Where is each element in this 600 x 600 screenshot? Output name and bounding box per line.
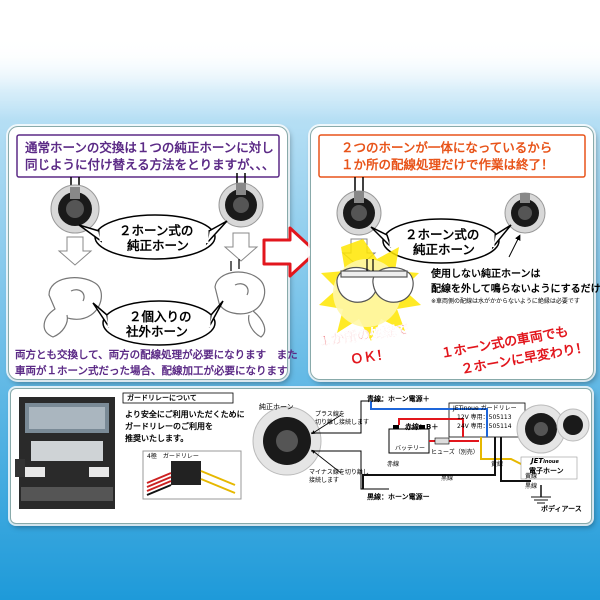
guard-relay-icon <box>142 450 242 500</box>
wiring-diagram-panel: ガードリレーについて より安全にご利用いただくために ガードリレーのご利用を 推… <box>10 388 592 524</box>
unused-horn-note-line2: 配線を外して鳴らないようにするだけ <box>431 284 600 295</box>
relay-desc-line1: より安全にご利用いただくために <box>125 410 245 419</box>
left-panel-illustration <box>16 134 280 346</box>
stock-horn-unused-icon <box>504 192 546 234</box>
blue-wire-label: 青線：ホーン電源＋ <box>367 395 430 403</box>
wiring-diagram-graphic <box>15 392 590 509</box>
relay-title: ガードリレーについて <box>127 394 197 402</box>
diagram-stock-horn-icon <box>252 406 322 476</box>
brand-logo: JETinoue <box>531 457 559 465</box>
plus-wire-note2: 切り離し接続します <box>315 419 370 426</box>
body-earth-label: ボディアース <box>541 505 582 513</box>
unused-horn-note-line1: 使用しない純正ホーンは <box>431 269 541 280</box>
relay-desc-line3: 推奨いたします。 <box>125 434 189 443</box>
minus-wire-note2: 接続します <box>309 477 340 484</box>
bubble-right-line2: 純正ホーン <box>413 242 475 257</box>
fuse-icon <box>434 437 450 445</box>
black-wire-label: 黒線：ホーン電源ー <box>367 493 430 501</box>
arrow-down-left-icon <box>57 236 93 266</box>
relay-box-line1: JETinoue ガードリレー <box>453 405 517 412</box>
left-headline-line2: 同じように付け替える方法をとりますが、、、 <box>25 157 275 172</box>
fuse-label: ヒューズ（別売） <box>431 449 479 456</box>
black-wire-right-text: 黒線 <box>525 483 538 490</box>
top-background-band <box>0 0 600 120</box>
red-wire-label: 赤線：B＋ <box>405 423 439 431</box>
right-panel-illustration <box>318 134 586 341</box>
left-comparison-panel: 通常ホーンの交換は１つの純正ホーンに対し 同じように付け替える方法をとりますが、… <box>8 126 298 380</box>
relay-title-box <box>122 392 234 404</box>
unused-horn-note-small: ※車両側の配線は水がかからないように絶縁は必要です <box>431 298 580 305</box>
right-headline-line2: １か所の配線処理だけで作業は終了！ <box>341 157 554 172</box>
stock-horn-left-icon <box>50 184 100 234</box>
bubble-aftermarket-horn <box>92 300 224 346</box>
bubble-stock-horn-line2: 純正ホーン <box>127 238 189 253</box>
relay-box-line2: 12V 専用：505113 <box>457 414 512 421</box>
twin-horn-product-icon <box>336 259 414 303</box>
bubble-aftermarket-line1: ２個入りの <box>129 309 192 324</box>
stock-horn-right-icon <box>218 182 264 228</box>
right-solution-panel: ２つのホーンが一体になっているから １か所の配線処理だけで作業は終了！ ２ホーン… <box>310 126 600 380</box>
truck-icon <box>15 397 115 509</box>
plus-wire-note: プラス線を <box>315 411 345 418</box>
diagram-stock-horn-label: 純正ホーン <box>259 403 294 411</box>
battery-label: バッテリー <box>395 445 426 452</box>
bubble-stock-horn-line1: ２ホーン式の <box>119 223 194 238</box>
stock-horn-in-use-icon <box>336 190 382 236</box>
aftermarket-horn-left-icon <box>43 277 102 338</box>
right-headline-line1: ２つのホーンが一体になっているから <box>341 140 553 155</box>
left-headline-line1: 通常ホーンの交換は１つの純正ホーンに対し <box>25 140 274 155</box>
relay-pin-label: 4極 ガードリレー <box>147 453 199 460</box>
bubble-stock-horn <box>78 214 228 260</box>
aftermarket-horn-right-icon <box>214 259 266 338</box>
yellow-wire-right-text: 黄線 <box>525 473 538 480</box>
relay-box-line3: 24V 専用：505114 <box>457 423 512 430</box>
bubble-right-line1: ２ホーン式の <box>405 227 480 242</box>
minus-wire-note: マイナス線を切り離し <box>309 469 369 476</box>
arrow-down-right-icon <box>223 232 259 262</box>
left-footer-line1: 両方とも交換して、両方の配線処理が必要になります また <box>15 349 298 361</box>
bubble-right-stock-horn <box>370 218 512 264</box>
relay-desc-line2: ガードリレーのご利用を <box>125 422 213 431</box>
product-label: 電子ホーン <box>529 467 564 475</box>
left-footer-line2: 車両が１ホーン式だった場合、配線加工が必要になります <box>15 365 288 377</box>
left-headline-box <box>16 134 280 178</box>
electronic-horn-product-icon <box>516 404 590 454</box>
bubble-aftermarket-line2: 社外ホーン <box>126 324 188 339</box>
black-wire-text: 黒線 <box>441 475 454 482</box>
red-wire-text: 赤線 <box>387 461 400 468</box>
yellow-wire-text: 黄線 <box>491 461 504 468</box>
